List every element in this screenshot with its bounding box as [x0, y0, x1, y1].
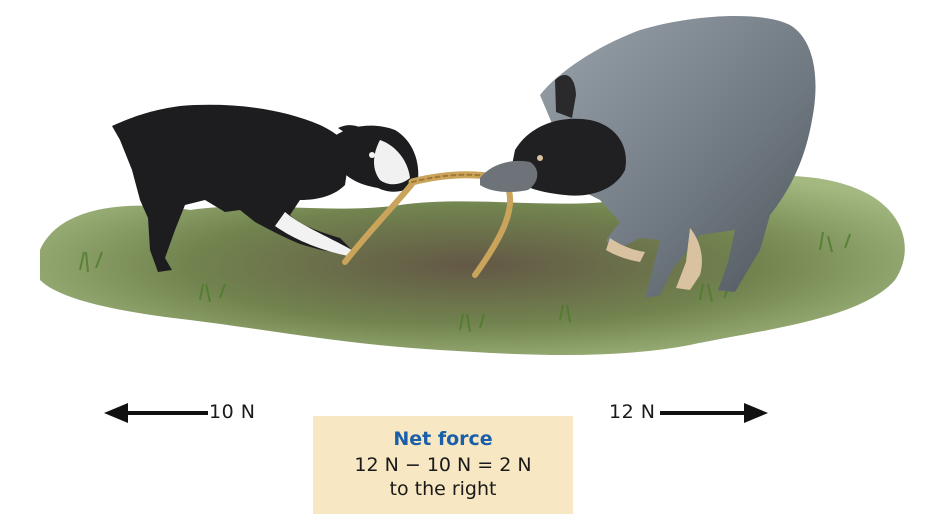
right-force-arrow [660, 401, 768, 425]
left-force-label: 10 N [209, 401, 255, 423]
left-force-arrow [104, 401, 208, 425]
tug-of-war-photo [0, 0, 926, 370]
net-force-direction: to the right [313, 478, 573, 500]
net-force-equation: 12 N − 10 N = 2 N [313, 454, 573, 476]
net-force-box: Net force 12 N − 10 N = 2 N to the right [313, 416, 573, 514]
net-force-title: Net force [313, 428, 573, 450]
right-force-label: 12 N [609, 401, 655, 423]
